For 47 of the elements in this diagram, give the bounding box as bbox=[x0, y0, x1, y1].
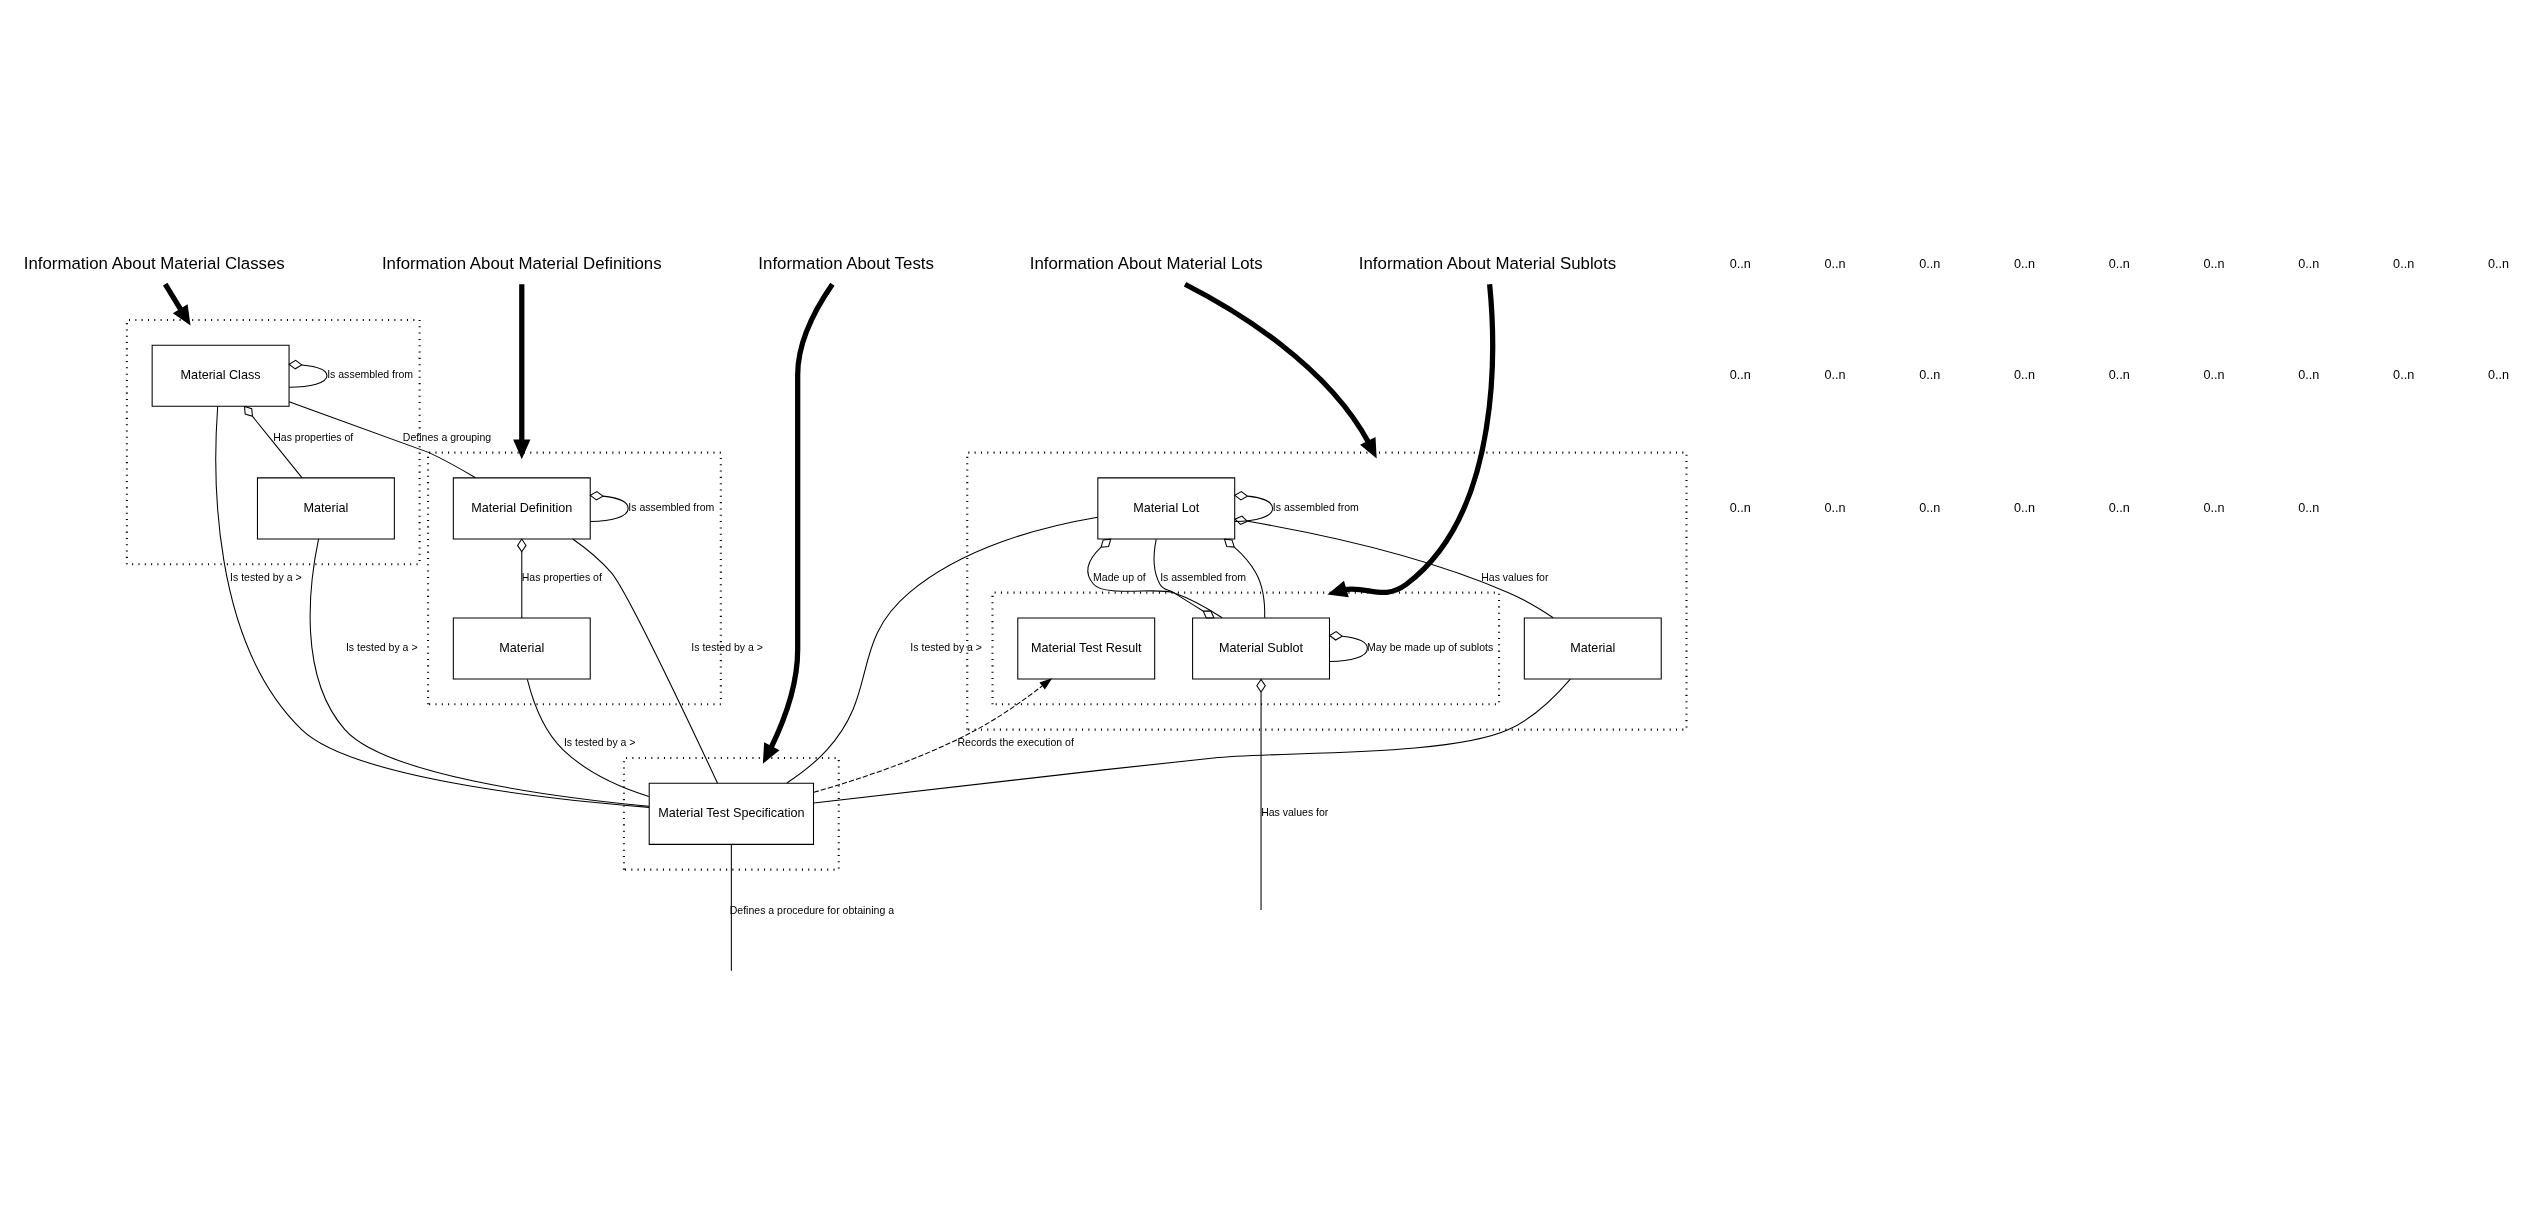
node-text: Information About Material Sublots bbox=[1358, 253, 1617, 273]
edge-label: May be made up of sublots bbox=[1366, 640, 1494, 653]
edge-label: Has values for bbox=[1481, 570, 1549, 583]
edge-label: Is tested by a > bbox=[345, 640, 418, 653]
label: 0..n bbox=[1919, 367, 1941, 382]
edge-label: Is assembled from bbox=[1160, 570, 1247, 583]
label: 0..n bbox=[1824, 367, 1846, 382]
label: 0..n bbox=[2298, 367, 2320, 382]
label: 0..n bbox=[2298, 500, 2320, 515]
label: 0..n bbox=[1729, 500, 1751, 515]
label: 0..n bbox=[1919, 500, 1941, 515]
label: 0..n bbox=[2014, 367, 2036, 382]
label: 0..n bbox=[2014, 256, 2036, 271]
node-text: Information About Tests bbox=[758, 253, 934, 273]
label: 0..n bbox=[2393, 367, 2415, 382]
edge-label: Made up of bbox=[1093, 570, 1146, 583]
node-text: Information About Material Definitions bbox=[381, 253, 662, 273]
edge-label: Is tested by a > bbox=[563, 735, 636, 748]
node-text: Information About Material Lots bbox=[1029, 253, 1263, 273]
edge-label: Is tested by a > bbox=[230, 570, 302, 583]
edge-label: Has values for bbox=[1261, 805, 1329, 818]
label: 0..n bbox=[1824, 500, 1846, 515]
edge-label: Is assembled from bbox=[327, 367, 414, 380]
edge-label: Is tested by a > bbox=[691, 640, 763, 653]
label: 0..n bbox=[2108, 500, 2130, 515]
label: 0..n bbox=[2108, 367, 2130, 382]
node-text: Information About Material Classes bbox=[23, 253, 285, 273]
label: 0..n bbox=[2487, 367, 2509, 382]
label: 0..n bbox=[1729, 367, 1751, 382]
label: 0..n bbox=[2203, 367, 2225, 382]
edge-label: Is assembled from bbox=[1272, 500, 1359, 513]
edge-label: Is assembled from bbox=[628, 500, 715, 513]
edge-label: Has properties of bbox=[273, 430, 354, 443]
label: 0..n bbox=[2487, 256, 2509, 271]
label: 0..n bbox=[2014, 500, 2036, 515]
edge-label: Is tested by a > bbox=[910, 640, 982, 653]
label: 0..n bbox=[2108, 256, 2130, 271]
label: 0..n bbox=[2393, 256, 2415, 271]
label: 0..n bbox=[2298, 256, 2320, 271]
edge-label: Records the execution of bbox=[957, 735, 1074, 748]
label: 0..n bbox=[1729, 256, 1751, 271]
label: 0..n bbox=[1824, 256, 1846, 271]
edge-label: Defines a grouping bbox=[402, 430, 492, 443]
label: 0..n bbox=[1919, 256, 1941, 271]
label: 0..n bbox=[2203, 256, 2225, 271]
edge-label: Has properties of bbox=[521, 570, 602, 583]
label: 0..n bbox=[2203, 500, 2225, 515]
